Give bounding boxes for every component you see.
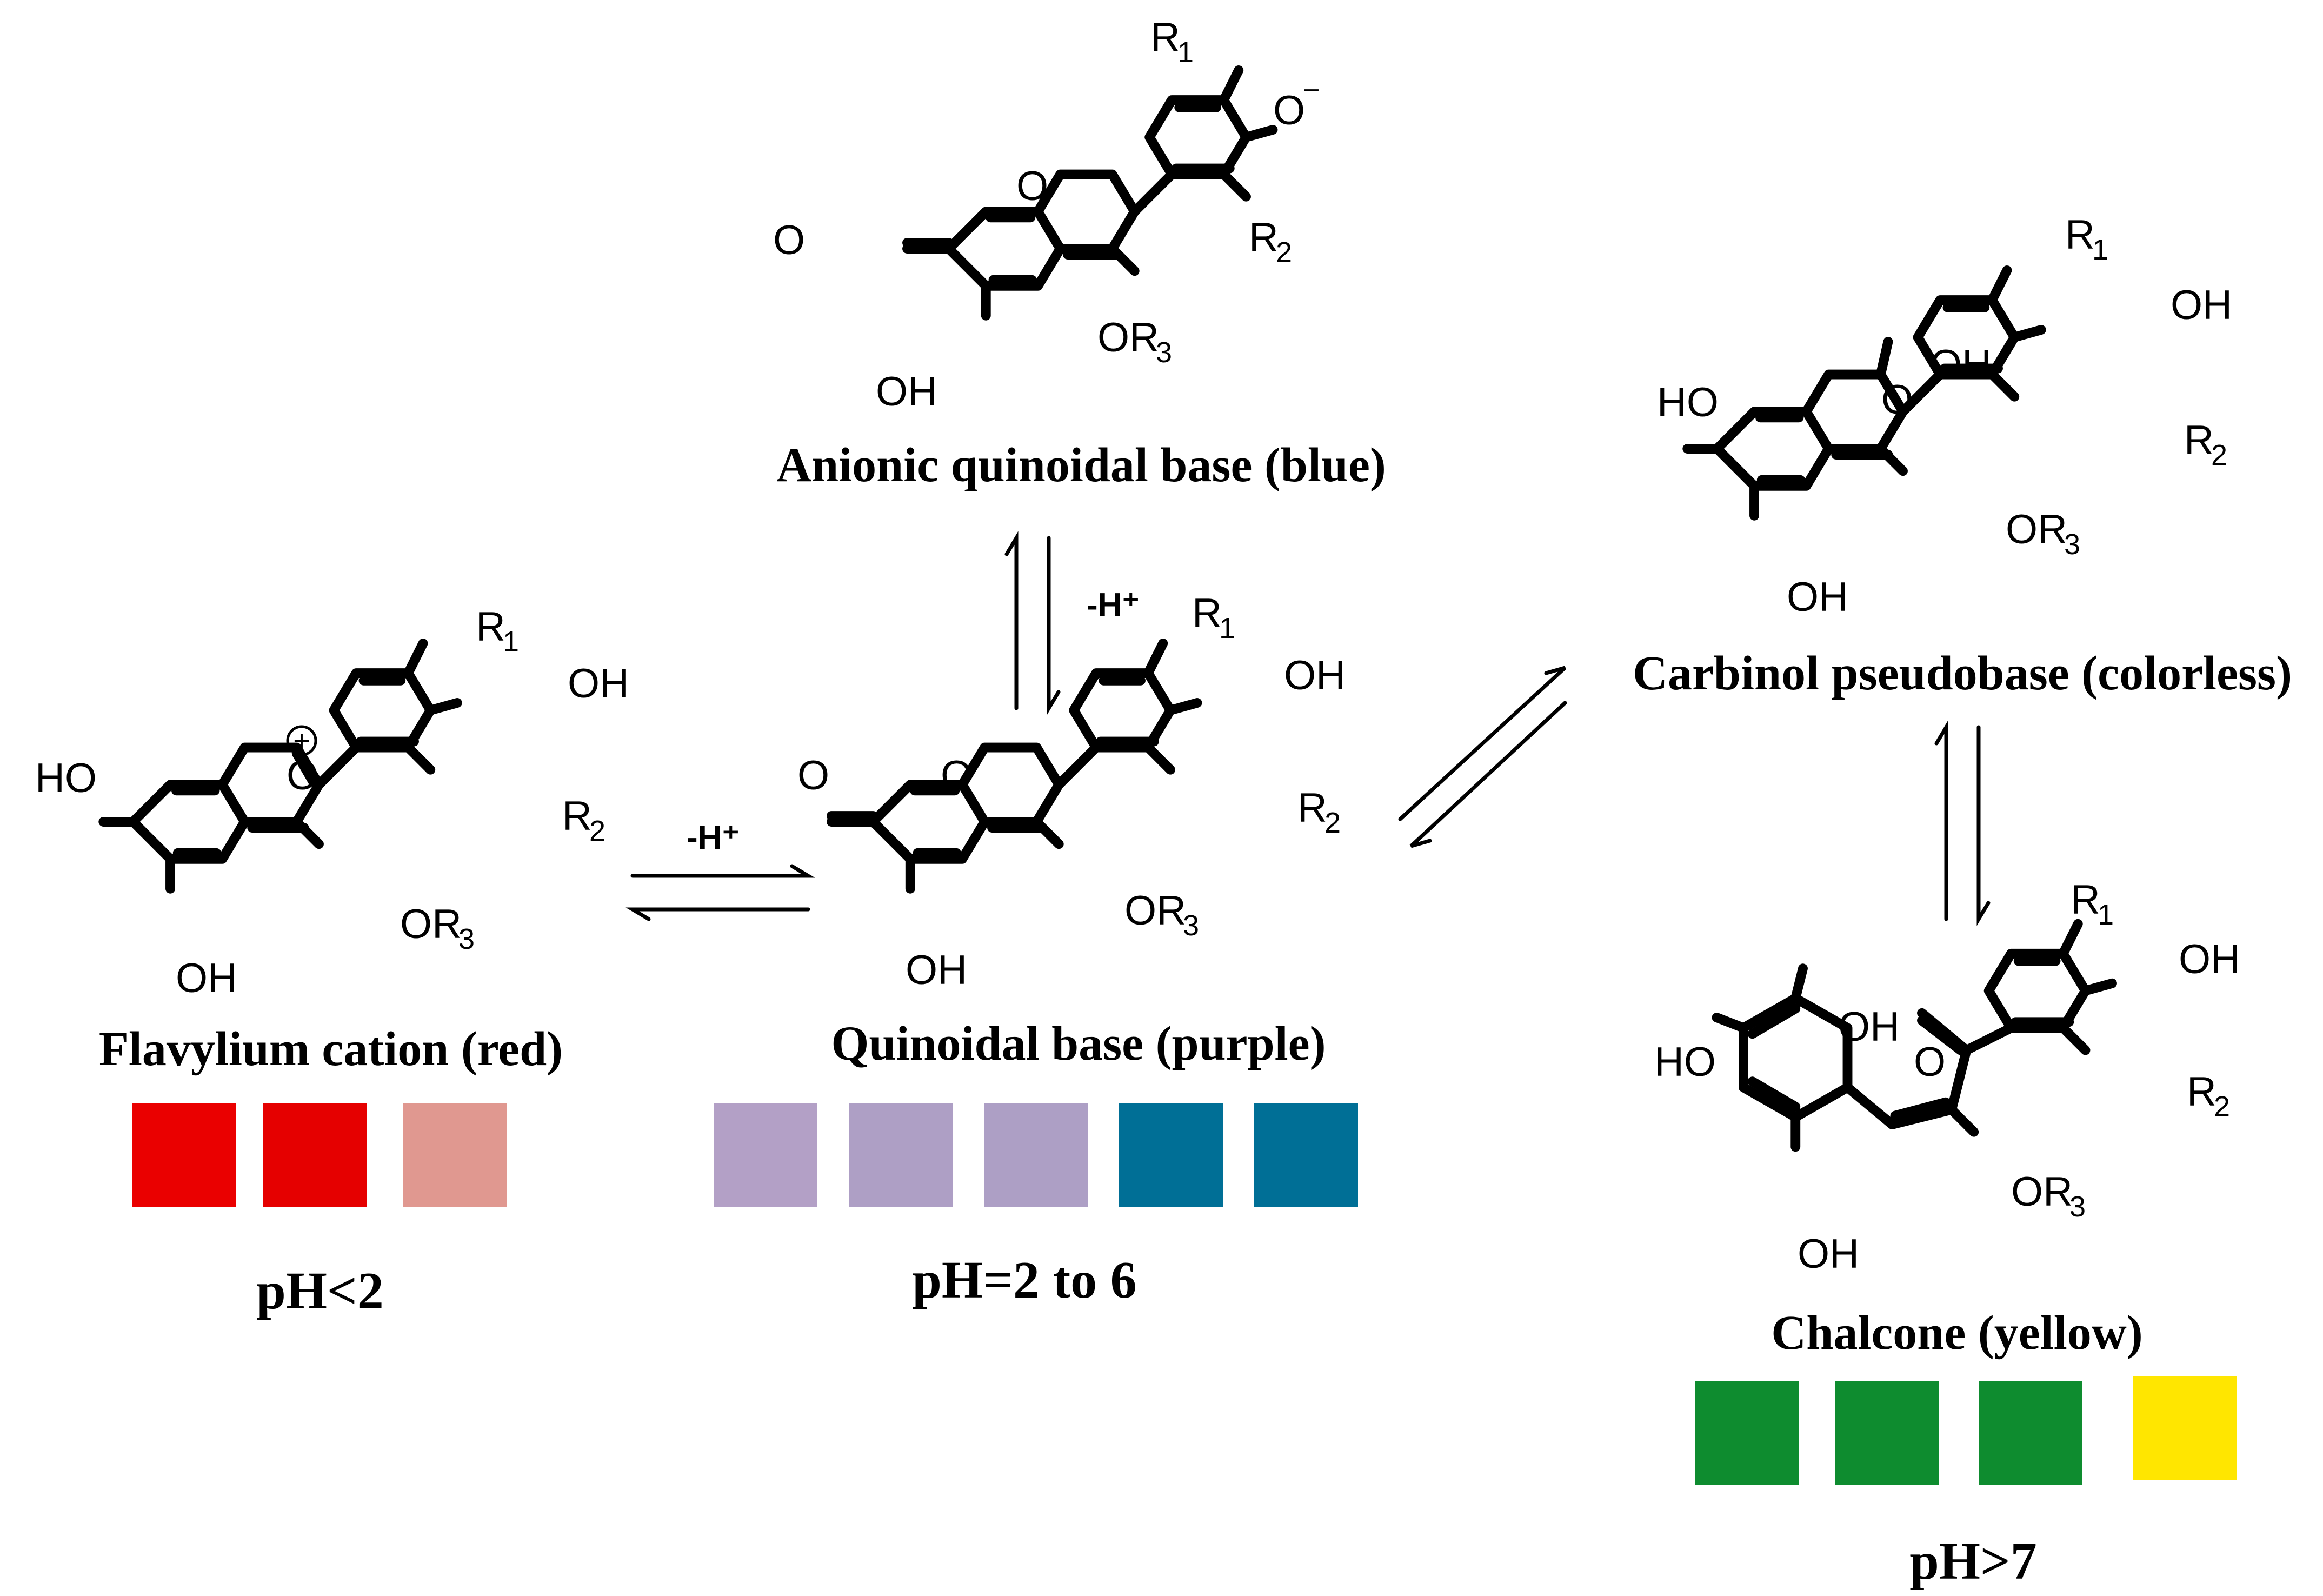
equilibrium-arrow-quinoidal-carbinol [1398,666,1567,848]
chalcone-6-oh: OH [1798,1231,1859,1277]
swatch-ph-low-3 [403,1103,507,1207]
ph-swatches-high [1695,1376,2237,1485]
quinoidal-ring-oxygen: O [941,753,973,799]
chalcone-r1-sub: 1 [2098,899,2114,931]
chalcone-r1: R [2071,877,2100,923]
quinoidal-5-oh: OH [906,947,967,993]
ph-swatches-low [132,1103,507,1207]
anionic-r1-sub: 1 [1177,36,1194,69]
ph-label-mid: pH=2 to 6 [912,1251,1136,1309]
carbinol-or3: OR [2006,507,2067,553]
flavylium-r2: R [562,793,592,839]
anionic-caption: Anionic quinoidal base (blue) [776,438,1386,492]
quinoidal-keto-oxygen: O [797,753,829,799]
ph-label-low: pH<2 [256,1262,384,1320]
carbinol-r2: R [2184,417,2214,463]
chalcone-r2: R [2187,1069,2216,1115]
flavylium-plus-charge [286,725,317,756]
anionic-r2-sub: 2 [1276,236,1292,269]
swatch-ph-mid-1 [714,1103,817,1207]
flavylium-or3: OR [400,901,462,947]
carbinol-7-ho: HO [1657,380,1719,425]
carbinol-r2-sub: 2 [2211,439,2227,471]
carbinol-or3-sub: 3 [2064,528,2080,561]
anionic-5-oh: OH [876,369,937,415]
arrow-label-horizontal: -H⁺ [687,819,740,856]
quinoidal-or3: OR [1124,888,1186,934]
anionic-r2: R [1249,215,1279,261]
anionic-ring-oxygen: O [1016,163,1048,209]
carbinol-4-oh: OH [2171,282,2232,328]
anionic-or3-sub: 3 [1156,336,1172,369]
swatch-ph-mid-5 [1254,1103,1358,1207]
chalcone-structure [1712,919,2117,1152]
swatch-ph-high-2 [1835,1381,1939,1485]
flavylium-cation-structure [98,639,462,894]
equilibrium-arrow-flavylium-quinoidal [625,864,815,921]
quinoidal-r1-sub: 1 [1219,612,1235,644]
quinoidal-4-oh: OH [1284,653,1346,699]
flavylium-7-ho: HO [35,755,97,801]
chalcone-or3: OR [2011,1169,2073,1215]
ph-swatches-mid [714,1103,1358,1207]
flavylium-5-oh: OH [176,955,237,1001]
quinoidal-r1: R [1192,590,1222,636]
carbinol-r1-sub: 1 [2092,234,2108,266]
anionic-keto-oxygen: O [773,217,805,263]
chalcone-caption: Chalcone (yellow) [1771,1306,2142,1360]
swatch-ph-low-1 [132,1103,236,1207]
carbinol-ring-oxygen: O [1881,377,1913,423]
swatch-ph-high-3 [1979,1381,2082,1485]
flavylium-4-oh: OH [568,661,629,707]
anionic-quinoidal-base-structure [902,65,1278,321]
flavylium-caption: Flavylium cation (red) [99,1022,563,1076]
flavylium-r2-sub: 2 [589,815,605,847]
arrow-label-vertical-left: -H⁺ [1087,587,1140,624]
anionic-r1: R [1150,15,1180,61]
swatch-ph-mid-2 [849,1103,953,1207]
carbinol-caption: Carbinol pseudobase (colorless) [1633,647,2292,700]
swatch-ph-low-2 [263,1103,367,1207]
swatch-ph-high-1 [1695,1381,1799,1485]
swatch-ph-mid-4 [1119,1103,1223,1207]
flavylium-ring-oxygen: O [287,753,318,799]
anionic-oxide: O [1273,88,1305,134]
flavylium-plus-sign: + [293,724,310,757]
flavylium-or3-sub: 3 [458,923,475,955]
carbinol-2-oh: OH [1930,342,1992,388]
chalcone-2-oh: OH [1838,1004,1900,1050]
swatch-ph-high-4 [2133,1376,2237,1480]
carbinol-pseudobase-structure [1682,265,2046,521]
chalcone-or3-sub: 3 [2069,1191,2086,1223]
flavylium-r1-sub: 1 [503,626,519,658]
chalcone-4prime-oh: OH [2179,936,2240,982]
carbinol-r1: R [2065,212,2095,258]
carbinol-5-oh: OH [1787,574,1848,620]
quinoidal-caption: Quinoidal base (purple) [831,1017,1326,1070]
quinoidal-base-structure [827,639,1202,894]
chalcone-4-ho: HO [1654,1039,1716,1085]
ph-label-high: pH>7 [1909,1532,2037,1591]
quinoidal-r2: R [1297,785,1327,831]
anionic-minus-charge: − [1303,74,1320,107]
chalcone-keto-oxygen: O [1914,1039,1946,1085]
flavylium-r1: R [476,604,505,650]
equilibrium-arrow-carbinol-chalcone [1934,720,1991,926]
chalcone-r2-sub: 2 [2214,1090,2230,1123]
equilibrium-arrow-anionic-quinoidal [1004,531,1061,715]
quinoidal-or3-sub: 3 [1183,909,1199,942]
swatch-ph-mid-3 [984,1103,1088,1207]
quinoidal-r2-sub: 2 [1324,807,1341,839]
anionic-or3: OR [1097,315,1159,361]
